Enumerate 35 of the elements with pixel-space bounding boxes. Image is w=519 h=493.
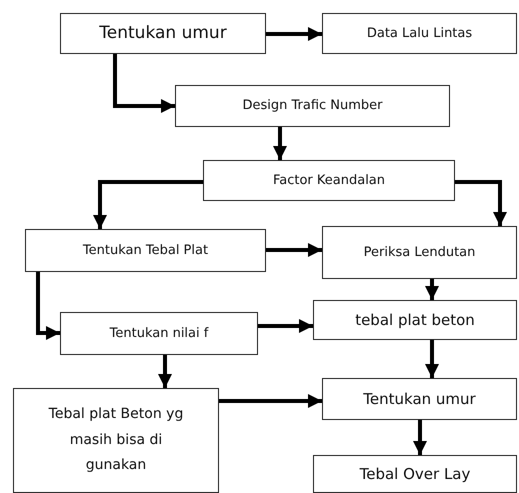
box-label: tebal plat beton — [355, 310, 475, 330]
box-label: Tentukan Tebal Plat — [82, 242, 208, 260]
process-box — [203, 160, 455, 201]
arrow — [413, 420, 427, 455]
box-label: Data Lalu Lintas — [366, 24, 472, 42]
arrow — [258, 319, 313, 333]
arrow — [455, 180, 507, 226]
arrow — [158, 355, 172, 388]
arrow — [273, 127, 287, 160]
box-label: Tentukan umur — [363, 388, 476, 410]
arrow — [93, 180, 203, 229]
process-box — [313, 455, 517, 493]
process-box — [322, 13, 517, 54]
box-label: Tentukan umur — [99, 22, 227, 45]
arrow — [266, 27, 322, 41]
arrow — [113, 54, 175, 113]
process-box — [175, 85, 450, 127]
arrow — [425, 279, 439, 300]
arrow — [266, 243, 322, 257]
process-box — [25, 229, 266, 272]
process-box — [322, 226, 517, 279]
box-label: Tebal Over Lay — [360, 464, 470, 484]
box-label: Design Trafic Number — [242, 97, 383, 115]
box-label: Tentukan nilai f — [110, 324, 208, 342]
process-box — [13, 388, 219, 493]
box-label: Periksa Lendutan — [364, 244, 476, 262]
process-box — [60, 312, 258, 355]
arrow — [219, 394, 322, 408]
process-box — [322, 378, 517, 420]
arrow — [425, 340, 439, 378]
box-label: Tebal plat Beton yg masih bisa di gunakan — [48, 404, 184, 476]
process-box — [313, 300, 517, 340]
arrow — [36, 272, 60, 340]
box-label: Factor Keandalan — [272, 172, 386, 190]
process-box — [60, 13, 266, 54]
